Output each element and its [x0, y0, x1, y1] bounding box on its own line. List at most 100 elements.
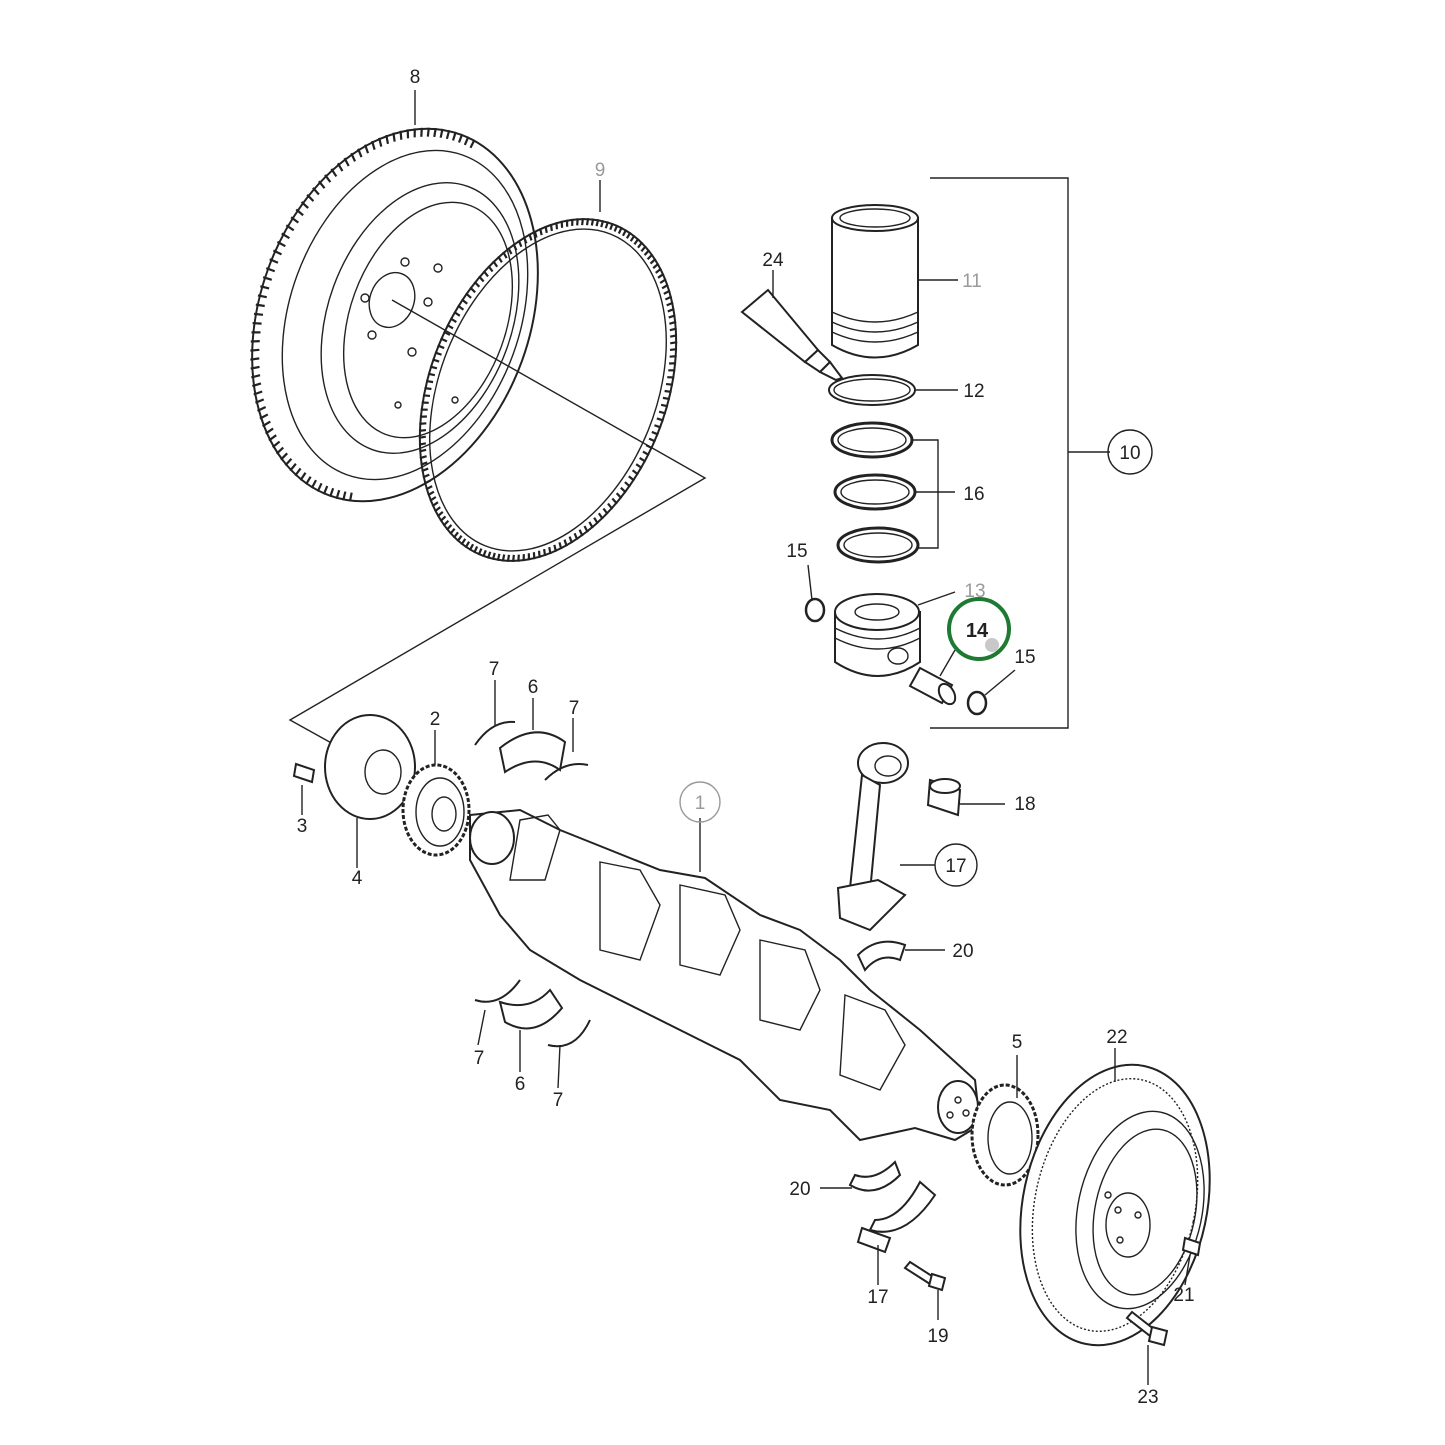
thrust-half-lower-right[interactable] — [547, 1019, 591, 1048]
damper-bolt[interactable] — [1125, 1310, 1169, 1347]
label-2[interactable]: 2 — [430, 709, 441, 730]
gear-tooth — [429, 365, 438, 370]
gear-tooth — [549, 223, 553, 232]
flywheel[interactable] — [202, 88, 587, 541]
gear-tooth — [468, 543, 475, 551]
label-20-upper[interactable]: 20 — [952, 941, 973, 962]
gear-tooth — [482, 549, 487, 558]
gear-tooth — [555, 222, 559, 230]
gear-tooth — [597, 512, 604, 520]
gear-tooth — [322, 485, 329, 495]
seal-ring-12[interactable] — [828, 374, 916, 406]
crankshaft[interactable] — [469, 808, 982, 1142]
rod-bearing-lower[interactable] — [848, 1160, 902, 1192]
gear-tooth — [539, 228, 543, 236]
rod-bolt[interactable] — [903, 1260, 947, 1292]
gear-tooth — [646, 253, 654, 261]
thrust-half-upper-left[interactable] — [474, 720, 516, 746]
label-15-left[interactable]: 15 — [786, 541, 807, 562]
gear-tooth — [418, 442, 427, 446]
label-4[interactable]: 4 — [352, 868, 363, 889]
thrust-washer[interactable] — [324, 714, 416, 820]
label-13[interactable]: 13 — [964, 581, 985, 602]
gear-tooth — [651, 430, 659, 436]
gear-tooth — [257, 405, 267, 412]
label-3[interactable]: 3 — [297, 816, 308, 837]
label-24[interactable]: 24 — [762, 250, 784, 271]
crank-gear-5[interactable] — [970, 1083, 1040, 1187]
gear-tooth — [275, 446, 285, 455]
label-20-lower[interactable]: 20 — [789, 1179, 810, 1200]
gear-tooth — [424, 387, 432, 391]
label-9[interactable]: 9 — [595, 160, 606, 181]
rod-cap[interactable] — [856, 1180, 937, 1254]
label-14[interactable]: 14 — [966, 620, 989, 642]
gear-tooth — [573, 532, 579, 541]
gear-tooth — [457, 133, 464, 143]
gear-tooth — [517, 239, 523, 248]
small-end-bushing[interactable] — [926, 778, 962, 817]
dowel-pin[interactable] — [1181, 1236, 1202, 1257]
gear-tooth — [473, 281, 481, 288]
gear-tooth — [252, 382, 262, 388]
gear-tooth — [457, 304, 465, 311]
label-6-upper[interactable]: 6 — [528, 677, 539, 698]
piston[interactable] — [834, 593, 921, 677]
gear-tooth — [604, 221, 610, 229]
label-21[interactable]: 21 — [1173, 1285, 1194, 1306]
label-23[interactable]: 23 — [1137, 1387, 1158, 1408]
circlip-left[interactable] — [804, 597, 826, 623]
label-17-lower[interactable]: 17 — [867, 1287, 888, 1308]
gear-tooth — [324, 174, 332, 183]
gear-tooth — [385, 134, 390, 145]
label-19[interactable]: 19 — [927, 1326, 948, 1347]
main-bearing-lower[interactable] — [498, 988, 564, 1030]
timing-gear-2[interactable] — [401, 763, 471, 857]
gear-tooth — [453, 310, 461, 317]
stud[interactable] — [292, 762, 316, 784]
piston-pin[interactable] — [908, 666, 959, 707]
label-15-right[interactable]: 15 — [1014, 647, 1035, 668]
gear-tooth — [635, 463, 643, 470]
label-7-upper-right[interactable]: 7 — [569, 698, 580, 719]
piston-rings-16[interactable] — [830, 421, 920, 564]
circlip-right[interactable] — [966, 690, 988, 716]
gear-tooth — [631, 469, 639, 476]
label-8[interactable]: 8 — [410, 67, 421, 88]
label-1[interactable]: 1 — [695, 793, 706, 814]
gear-tooth — [628, 475, 635, 482]
label-22[interactable]: 22 — [1106, 1027, 1127, 1048]
cylinder-liner[interactable] — [831, 204, 919, 359]
label-6-lower[interactable]: 6 — [515, 1074, 526, 1095]
connecting-rod[interactable] — [836, 742, 909, 932]
label-12[interactable]: 12 — [963, 381, 984, 402]
label-10[interactable]: 10 — [1119, 443, 1140, 464]
gear-tooth — [425, 485, 433, 491]
gear-tooth — [436, 511, 444, 518]
gear-tooth — [497, 255, 503, 263]
label-7-lower-left[interactable]: 7 — [474, 1048, 485, 1069]
label-17-upper[interactable]: 17 — [945, 856, 966, 877]
gear-tooth — [276, 240, 286, 248]
label-7-upper-left[interactable]: 7 — [489, 659, 500, 680]
rod-bearing-upper[interactable] — [856, 940, 907, 972]
gear-tooth — [255, 398, 265, 404]
label-16[interactable]: 16 — [963, 484, 984, 505]
thrust-half-upper-right[interactable] — [544, 763, 589, 781]
label-18[interactable]: 18 — [1014, 794, 1035, 815]
gear-tooth — [284, 457, 293, 467]
sealant-tube[interactable] — [740, 288, 844, 382]
vibration-damper[interactable] — [995, 1047, 1234, 1363]
gear-tooth — [392, 132, 396, 142]
ring-gear[interactable] — [372, 181, 724, 599]
main-bearing-upper[interactable] — [498, 731, 567, 774]
thrust-half-lower-left[interactable] — [474, 979, 521, 1003]
gear-tooth — [253, 312, 264, 316]
label-11[interactable]: 11 — [962, 271, 982, 292]
label-5[interactable]: 5 — [1012, 1032, 1023, 1053]
gear-tooth — [654, 424, 662, 429]
gear-tooth — [502, 251, 508, 259]
label-7-lower-right[interactable]: 7 — [553, 1090, 564, 1111]
